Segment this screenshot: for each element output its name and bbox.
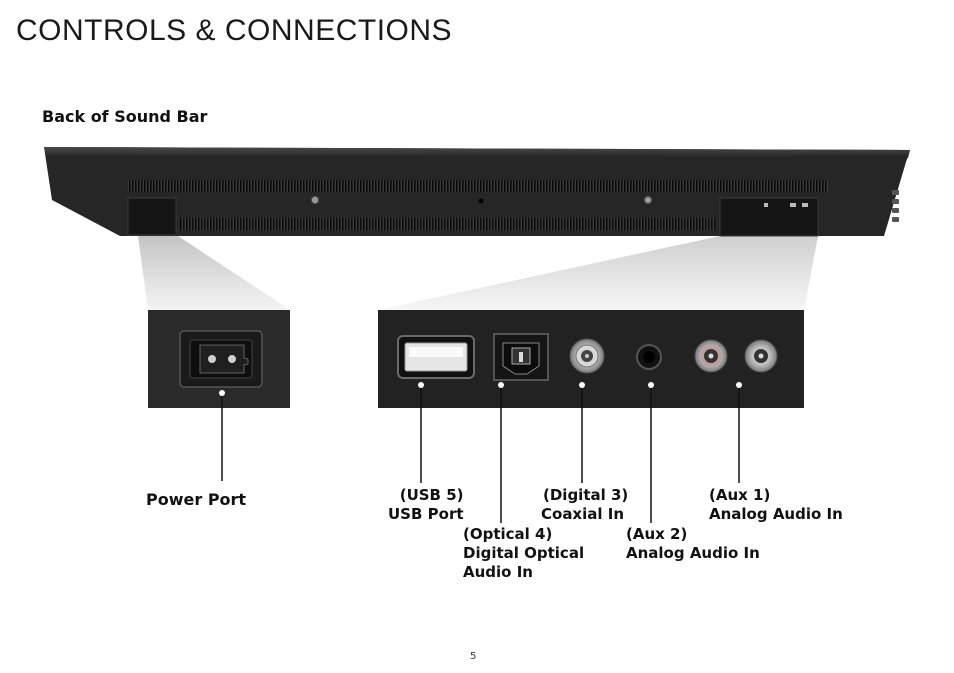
page-title: CONTROLS & CONNECTIONS xyxy=(16,14,453,47)
power-port-label: Power Port xyxy=(146,490,247,509)
optical-port-label: (Optical 4) Digital Optical Audio In xyxy=(463,525,585,581)
section-subtitle: Back of Sound Bar xyxy=(42,107,208,126)
zoom-cone-power xyxy=(138,236,290,310)
power-panel xyxy=(148,310,290,408)
leader-lines xyxy=(221,388,740,523)
inputs-panel xyxy=(378,310,804,408)
coaxial-port-graphic xyxy=(569,338,605,374)
optical-port-graphic xyxy=(493,333,549,381)
usb-port-graphic xyxy=(397,335,475,379)
coaxial-port-label: (Digital 3) Coaxial In xyxy=(541,486,629,523)
aux1-port-label: (Aux 1) Analog Audio In xyxy=(709,486,843,523)
aux2-port-label: (Aux 2) Analog Audio In xyxy=(626,525,760,562)
page-number: 5 xyxy=(470,651,477,662)
aux2-jack-graphic xyxy=(636,344,662,370)
zoom-cone-inputs xyxy=(378,236,818,310)
usb-port-label: (USB 5) USB Port xyxy=(388,486,464,523)
sound-bar-back xyxy=(44,147,910,237)
aux1-rca-graphic xyxy=(694,339,778,373)
